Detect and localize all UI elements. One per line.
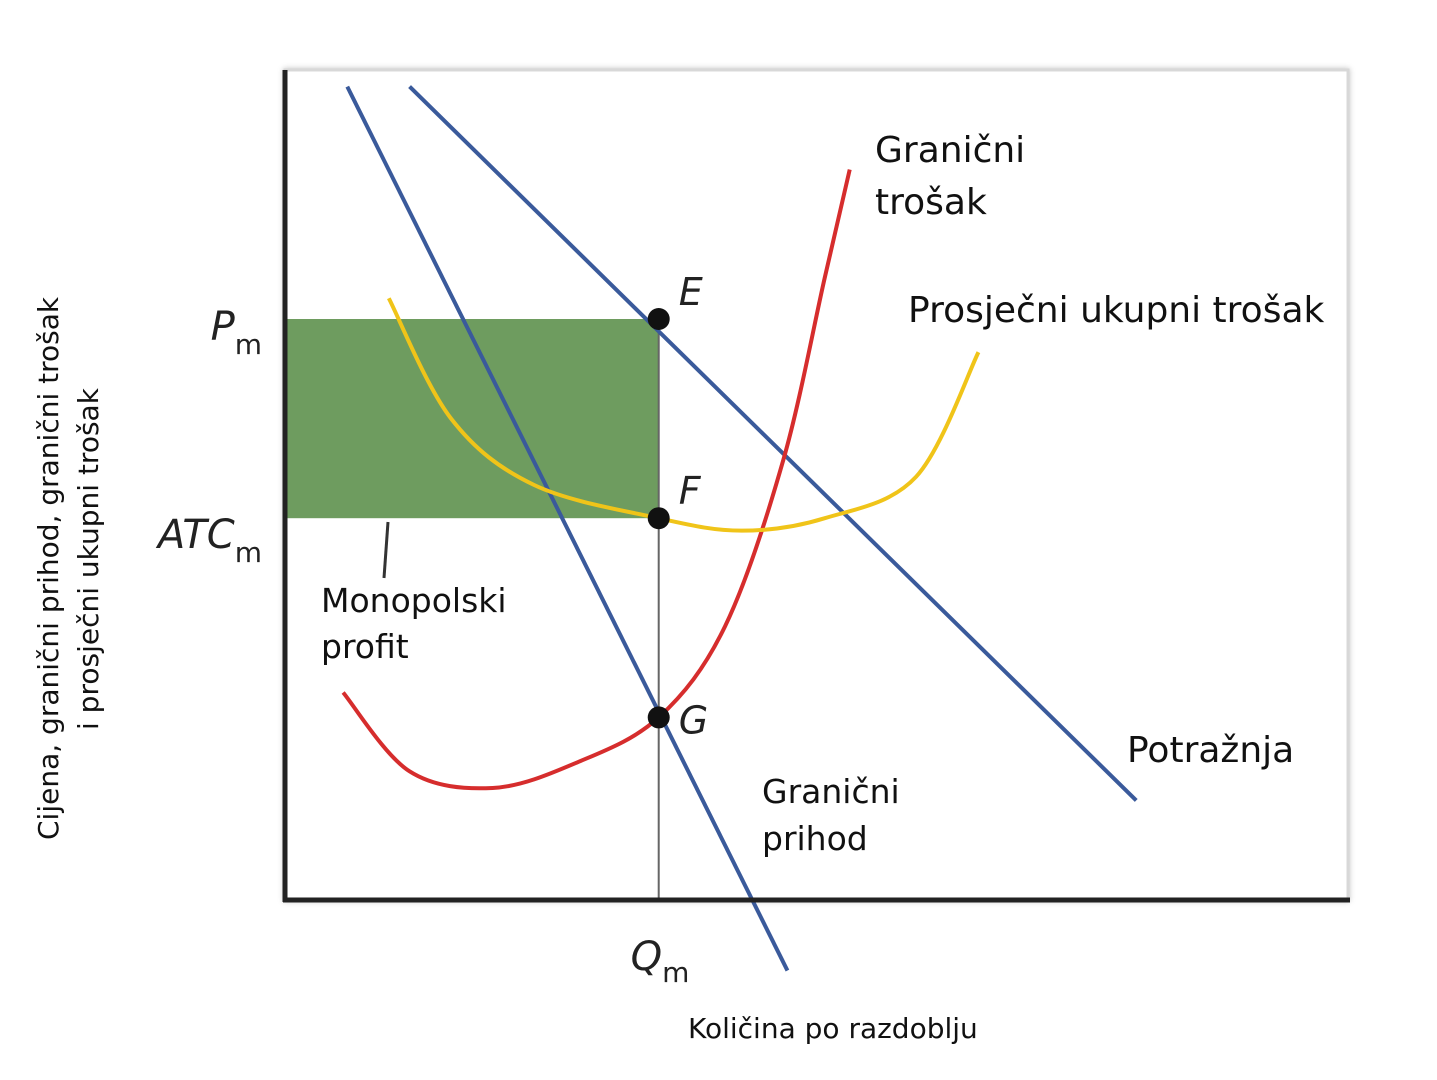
mc-annotation-line1: Granični [875,130,1025,171]
point-g [647,706,670,729]
demand-curve [408,85,1138,802]
point-label-g: G [679,698,708,742]
points-layer: E F G [647,270,708,742]
x-axis-label: Količina po razdoblju [688,1012,978,1045]
marginal-revenue-curve [345,85,790,972]
point-e [647,308,670,330]
y-axis-label-line2: i prosječni ukupni trošak [72,387,105,730]
profit-annotation-line1: Monopolski [321,581,507,620]
mr-annotation-line2: prihod [762,819,868,858]
mr-annotation-line1: Granični [762,772,900,811]
profit-annotation-line2: profit [321,627,409,666]
profit-pointer [382,521,390,579]
demand-annotation: Potražnja [1127,730,1294,771]
marginal-cost-curve [341,169,852,791]
mc-annotation-line2: trošak [875,182,987,223]
average-total-cost-curve [387,297,981,533]
x-tick-qm: Qm [631,934,690,989]
point-f [647,507,670,530]
point-label-e: E [679,270,703,314]
atc-annotation: Prosječni ukupni trošak [908,290,1325,331]
y-tick-pm: Pm [211,304,262,361]
y-tick-atcm: ATCm [155,512,262,569]
point-label-f: F [679,469,702,513]
monopoly-profit-area [287,319,659,519]
y-axis-label-line1: Cijena, granični prihod, granični trošak [32,296,65,840]
